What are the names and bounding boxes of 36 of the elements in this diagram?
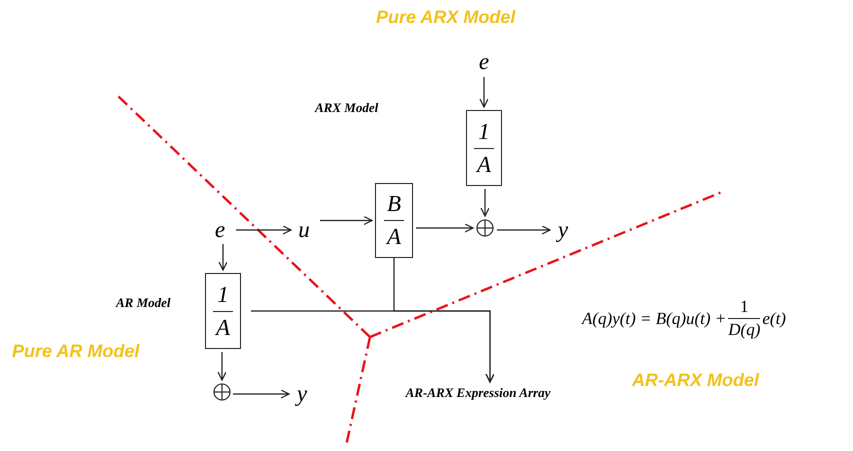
signal-variable: u xyxy=(294,218,314,242)
summing-junction xyxy=(476,219,494,237)
arrow xyxy=(236,225,292,235)
region-title: AR-ARX Model xyxy=(632,370,759,391)
output-label: AR-ARX Expression Array xyxy=(388,385,568,403)
arrow xyxy=(320,216,373,226)
numerator: 1 xyxy=(217,282,229,308)
summing-junction xyxy=(213,383,231,401)
equation-numerator: 1 xyxy=(740,297,749,317)
denominator: A xyxy=(476,152,492,178)
denominator: A xyxy=(386,224,402,250)
model-label: ARX Model xyxy=(315,100,378,116)
signal-variable: y xyxy=(553,218,573,242)
region-title: Pure AR Model xyxy=(12,341,140,362)
transfer-function-box xyxy=(375,183,413,258)
model-label: AR Model xyxy=(116,295,171,311)
arrow xyxy=(218,244,228,271)
signal-variable: y xyxy=(292,382,312,406)
equation-text: A(q)y(t) = B(q)u(t) + xyxy=(582,308,726,328)
denominator: A xyxy=(216,314,230,340)
arrow xyxy=(233,389,290,399)
arrow xyxy=(217,352,227,381)
arrow xyxy=(393,258,495,383)
arrow xyxy=(497,225,551,235)
arrow xyxy=(480,189,490,217)
signal-variable: e xyxy=(210,218,230,242)
region-title: Pure ARX Model xyxy=(376,7,516,28)
transfer-function-box xyxy=(205,273,241,349)
numerator: B xyxy=(386,191,402,217)
arrow xyxy=(416,223,474,233)
signal-variable: e xyxy=(474,50,494,74)
equation-text: e(t) xyxy=(762,308,786,328)
arrow xyxy=(479,77,489,108)
transfer-function-box xyxy=(466,110,502,186)
numerator: 1 xyxy=(478,118,490,144)
equation-denominator: D(q) xyxy=(728,320,760,340)
